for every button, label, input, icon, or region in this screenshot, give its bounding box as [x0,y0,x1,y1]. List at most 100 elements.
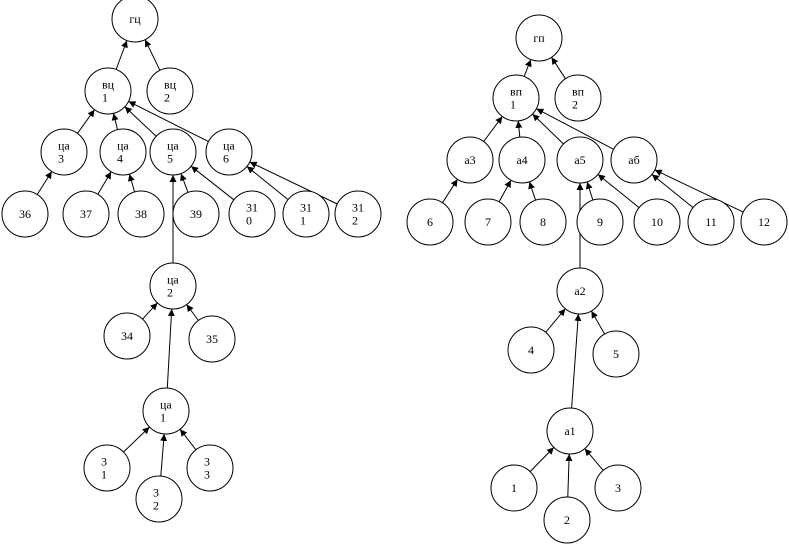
edge-r6-to-a3 [442,179,458,203]
node-circle [556,136,604,184]
node-n36: 36 [1,190,49,238]
node-r3: 3 [594,464,642,512]
node-circle [282,190,330,238]
node-vp1: вп1 [492,74,540,122]
node-label-line: ца [117,139,129,153]
node-label-line: 2 [352,214,358,228]
node-label-line: 3 [615,481,621,495]
edge-a1-to-a2 [571,313,582,409]
node-label-line: 2 [167,286,173,300]
edge-ca4-to-vc1 [111,113,119,130]
edge-a6-to-vp1 [536,108,614,150]
node-circle [554,74,602,122]
node-a3: а3 [446,136,494,184]
edge-ca6-to-vc1 [128,100,209,143]
edge-n32-to-ca1 [160,433,168,477]
node-n32: 32 [135,475,183,523]
node-circle [146,67,194,115]
node-circle [740,198,788,246]
node-label-line: 7 [485,215,491,229]
node-label-line: 3 [58,152,64,166]
node-n38: 38 [117,190,165,238]
node-n33: 33 [186,444,234,492]
edge-n34-to-ca2 [142,302,158,320]
node-label-line: 34 [121,329,133,343]
node-circle [406,198,454,246]
node-r10: 10 [633,198,681,246]
edge-n312-to-ca6 [249,161,338,205]
edge-a3-to-vp1 [483,116,503,142]
node-label-line: 10 [651,215,663,229]
edge-r9-to-a5 [585,181,594,201]
node-n310: 310 [228,190,276,238]
node-circle [1,190,49,238]
node-ca1: ца1 [142,387,190,435]
node-circle [117,190,165,238]
node-r5: 5 [592,330,640,378]
edge-ca5-to-vc1 [124,106,157,137]
node-vp2: вп2 [554,74,602,122]
node-label-line: ца [160,398,172,412]
node-label-line: аб [628,153,639,167]
node-label-line: 1 [160,411,166,425]
node-circle [99,128,147,176]
node-label-line: а1 [564,424,575,438]
node-label-line: вц [102,78,115,92]
edge-r4-to-a2 [545,308,566,333]
node-circle [103,312,151,360]
edge-r12-to-a6 [654,169,744,213]
node-gc: гц [111,0,159,43]
node-circle [490,464,538,512]
node-circle [83,444,131,492]
node-circle [149,128,197,176]
node-label-line: вц [164,78,177,92]
node-label-line: ца [223,139,235,153]
node-ca5: ца5 [149,128,197,176]
edge-n36-to-ca3 [36,171,53,195]
edge-n311-to-ca6 [246,166,289,200]
node-circle [519,198,567,246]
node-circle [464,198,512,246]
node-circle [498,136,546,184]
node-circle [111,0,159,43]
node-label-line: 0 [246,214,252,228]
node-label-line: 1 [510,98,516,112]
node-label-line: 2 [164,91,170,105]
node-circle [576,198,624,246]
node-a6: аб [610,136,658,184]
node-label-line: 2 [572,98,578,112]
node-circle [186,444,234,492]
node-label-line: 36 [19,207,31,221]
edge-ca1-to-ca2 [166,308,175,389]
edge-n31-to-ca1 [123,426,150,453]
node-label-line: 35 [206,332,218,346]
node-label-line: 6 [427,215,433,229]
node-gp: гп [515,14,563,62]
node-r7: 7 [464,198,512,246]
node-label-line: 3 [204,455,210,469]
node-vc1: вц1 [84,67,132,115]
node-circle [205,128,253,176]
edge-r2-to-a1 [565,453,573,498]
node-r9: 9 [576,198,624,246]
node-n311: 311 [282,190,330,238]
node-ca3: ца3 [40,128,88,176]
node-circle [507,326,555,374]
node-r11: 11 [687,198,735,246]
edge-r1-to-a1 [529,447,555,472]
node-circle [515,14,563,62]
edges-layer [36,39,744,498]
node-label-line: 31 [300,201,312,215]
node-label-line: 37 [80,207,92,221]
edge-r11-to-a6 [651,174,694,208]
node-r8: 8 [519,198,567,246]
node-n35: 35 [188,315,236,363]
node-a2: а2 [556,267,604,315]
node-ca4: ца4 [99,128,147,176]
node-ca2: ца2 [149,262,197,310]
node-label-line: гц [129,12,141,26]
edge-vp1-to-gp [523,59,532,77]
node-label-line: 31 [352,201,364,215]
